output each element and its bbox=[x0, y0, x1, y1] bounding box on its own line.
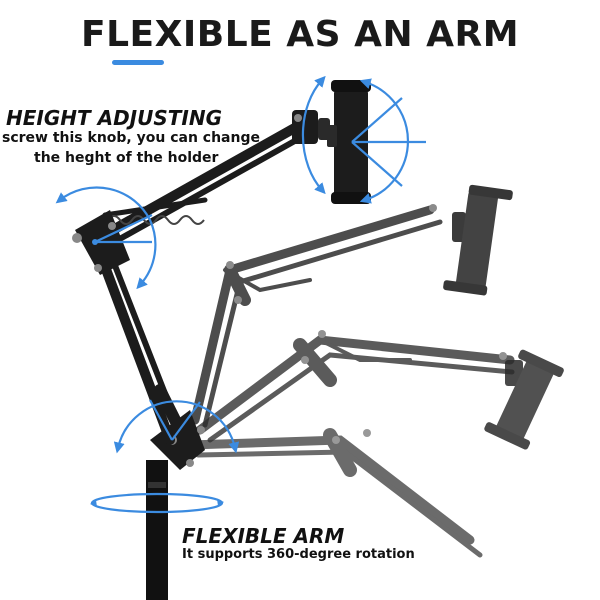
title-underline bbox=[112, 60, 164, 65]
ghost-holder-mid bbox=[484, 349, 564, 450]
height-adjusting-heading: HEIGHT ADJUSTING bbox=[6, 106, 223, 130]
ghost-arm-mid bbox=[195, 330, 515, 443]
stand-pole bbox=[146, 460, 168, 600]
base-rotation-arc bbox=[113, 400, 240, 454]
ghost-arm-high bbox=[190, 204, 443, 428]
ghost-arm-low bbox=[185, 428, 483, 558]
height-adjusting-line-2: the heght of the holder bbox=[34, 150, 219, 166]
height-adjusting-line-1: screw this knob, you can change bbox=[2, 130, 260, 146]
flexible-arm-description: It supports 360-degree rotation bbox=[182, 547, 415, 562]
phone-holder bbox=[327, 80, 371, 204]
rotation-arrows bbox=[55, 75, 426, 514]
wrist-joint bbox=[292, 110, 330, 144]
elbow-rotation-arc bbox=[55, 186, 157, 290]
page-title: FLEXIBLE AS AN ARM bbox=[80, 14, 520, 55]
flexible-arm-heading: FLEXIBLE ARM bbox=[182, 524, 345, 548]
ghost-holder-high bbox=[443, 184, 513, 296]
holder-tilt-arc bbox=[301, 75, 326, 195]
